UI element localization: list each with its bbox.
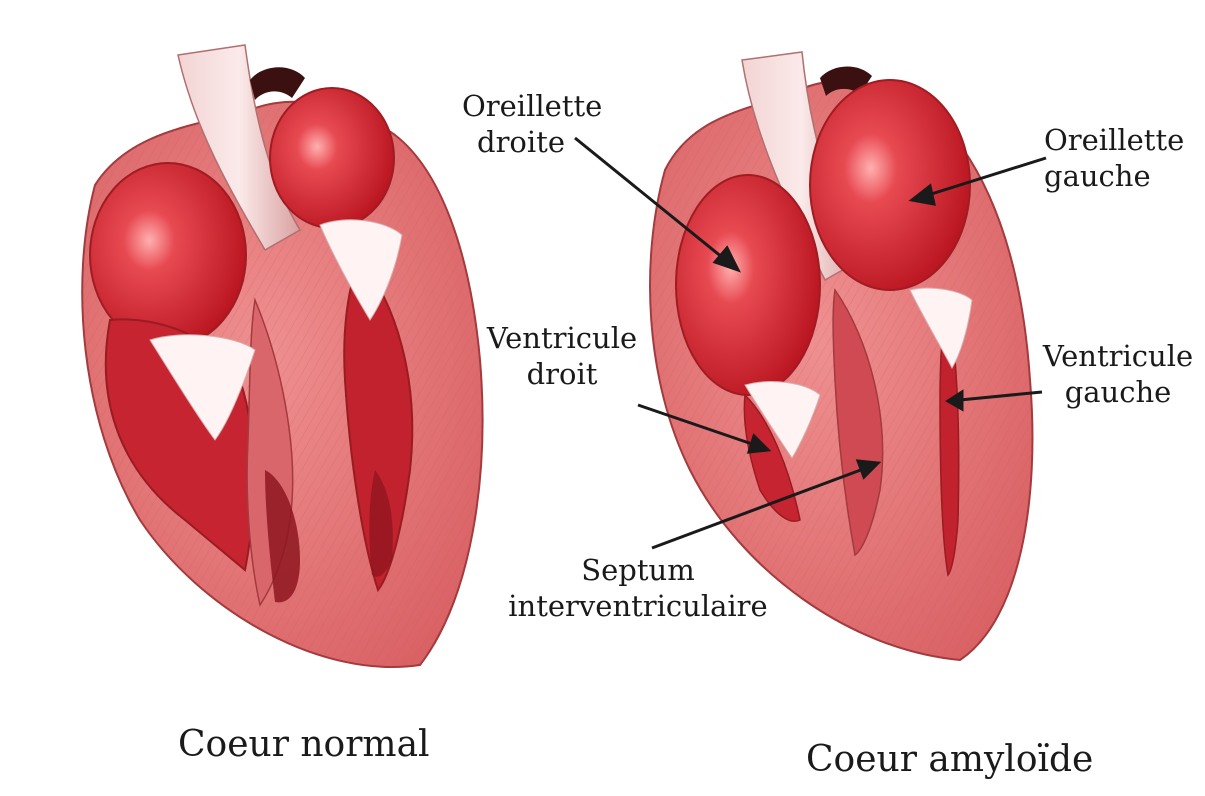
amyloid-heart-left-atrium [810, 80, 970, 290]
caption-coeur-normal: Coeur normal [178, 722, 430, 767]
normal-heart-left-atrium [270, 88, 394, 228]
label-line: gauche [1038, 374, 1198, 410]
normal-heart-top-vessel [250, 67, 305, 100]
label-line: Ventricule [1038, 338, 1198, 374]
label-line: Septum [498, 552, 778, 588]
normal-heart [82, 45, 482, 667]
label-line: droite [462, 124, 580, 160]
label-septum-interventriculaire: Septum interventriculaire [498, 552, 778, 625]
label-line: droit [476, 356, 648, 392]
caption-coeur-amyloide: Coeur amyloïde [806, 737, 1093, 782]
label-line: Oreillette [1044, 122, 1184, 158]
amyloid-heart-right-atrium [676, 175, 820, 395]
label-oreillette-droite: Oreillette droite [462, 88, 580, 161]
label-ventricule-gauche: Ventricule gauche [1038, 338, 1198, 411]
label-line: Oreillette [462, 88, 580, 124]
label-line: interventriculaire [498, 588, 778, 624]
label-ventricule-droit: Ventricule droit [476, 320, 648, 393]
label-line: Ventricule [476, 320, 648, 356]
label-line: gauche [1044, 158, 1184, 194]
label-oreillette-gauche: Oreillette gauche [1044, 122, 1184, 195]
